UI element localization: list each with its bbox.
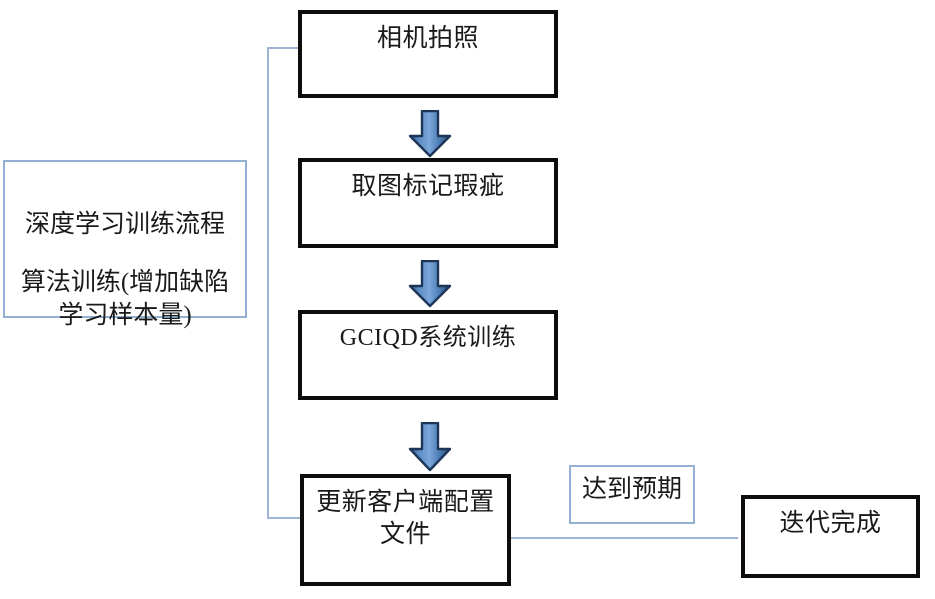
block-arrow-train-to-update [408, 422, 452, 472]
feedback-line-vertical [267, 47, 269, 519]
training-note-line2: 算法训练(增加缺陷 学习样本量) [20, 269, 230, 329]
node-gciqd-training-label: GCIQD系统训练 [339, 325, 517, 351]
training-note-text: 深度学习训练流程 算法训练(增加缺陷 学习样本量) [5, 162, 245, 365]
node-gciqd-training[interactable]: GCIQD系统训练 [298, 310, 558, 400]
node-update-client-config-label: 更新客户端配置 文件 [316, 489, 495, 548]
node-camera[interactable]: 相机拍照 [298, 10, 558, 98]
block-arrow-mark-to-train [408, 260, 452, 308]
node-iteration-complete-label: 迭代完成 [779, 510, 882, 537]
node-mark-defects[interactable]: 取图标记瑕疵 [298, 158, 558, 248]
feedback-line-bottom [267, 517, 302, 519]
node-update-client-config[interactable]: 更新客户端配置 文件 [300, 474, 511, 586]
node-camera-label: 相机拍照 [376, 25, 479, 52]
block-arrow-camera-to-mark [408, 110, 452, 158]
node-iteration-complete[interactable]: 迭代完成 [741, 495, 920, 578]
update-to-done-line [510, 537, 738, 539]
node-mark-defects-label: 取图标记瑕疵 [351, 173, 505, 200]
training-note-line1: 深度学习训练流程 [24, 210, 225, 238]
expected-result-note-box: 达到预期 [569, 465, 695, 524]
feedback-line-top [267, 47, 298, 49]
training-note-box: 深度学习训练流程 算法训练(增加缺陷 学习样本量) [3, 160, 247, 329]
expected-result-note-text: 达到预期 [581, 476, 682, 503]
